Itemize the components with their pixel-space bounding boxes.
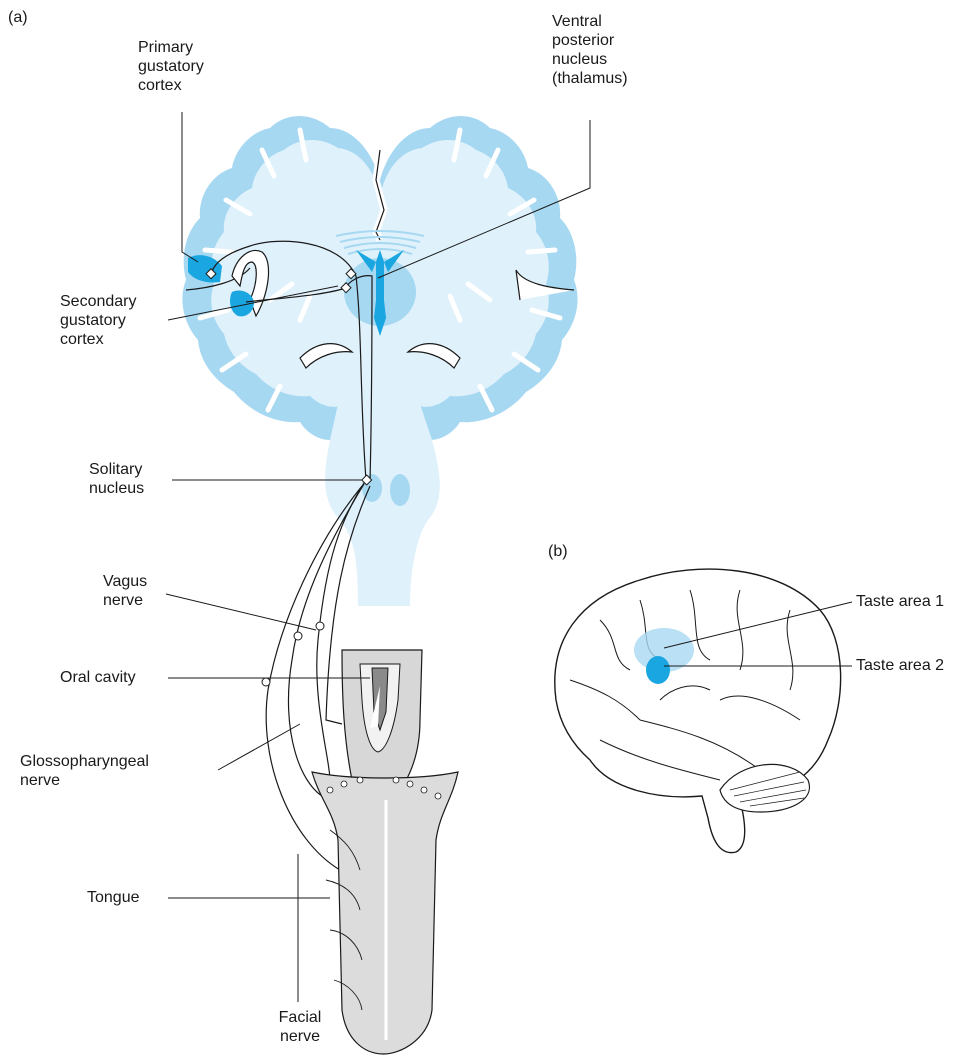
coronal-brain	[0, 0, 578, 470]
lateral-brain	[555, 569, 841, 853]
oral-cavity-label: Oral cavity	[60, 668, 136, 687]
solitary-nucleus-label: Solitary nucleus	[89, 460, 144, 498]
taste-area-2	[646, 656, 670, 684]
brainstem	[325, 404, 440, 606]
taste-area-1-label: Taste area 1	[856, 592, 944, 611]
primary-gustatory-cortex-label: Primary gustatory cortex	[138, 38, 204, 95]
panel-a-label: (a)	[8, 8, 28, 27]
vagus-nerve-label: Vagus nerve	[103, 572, 147, 610]
tongue-label: Tongue	[87, 888, 140, 907]
taste-area-2-label: Taste area 2	[856, 656, 944, 675]
facial-nerve-label: Facial nerve	[272, 1008, 328, 1046]
glossopharyngeal-nerve-label: Glossopharyngeal nerve	[20, 752, 149, 790]
tongue-drawing	[312, 772, 458, 1054]
secondary-gustatory-cortex-label: Secondary gustatory cortex	[60, 292, 137, 349]
panel-b-label: (b)	[548, 542, 568, 561]
ventral-posterior-nucleus-label: Ventral posterior nucleus (thalamus)	[552, 12, 628, 88]
